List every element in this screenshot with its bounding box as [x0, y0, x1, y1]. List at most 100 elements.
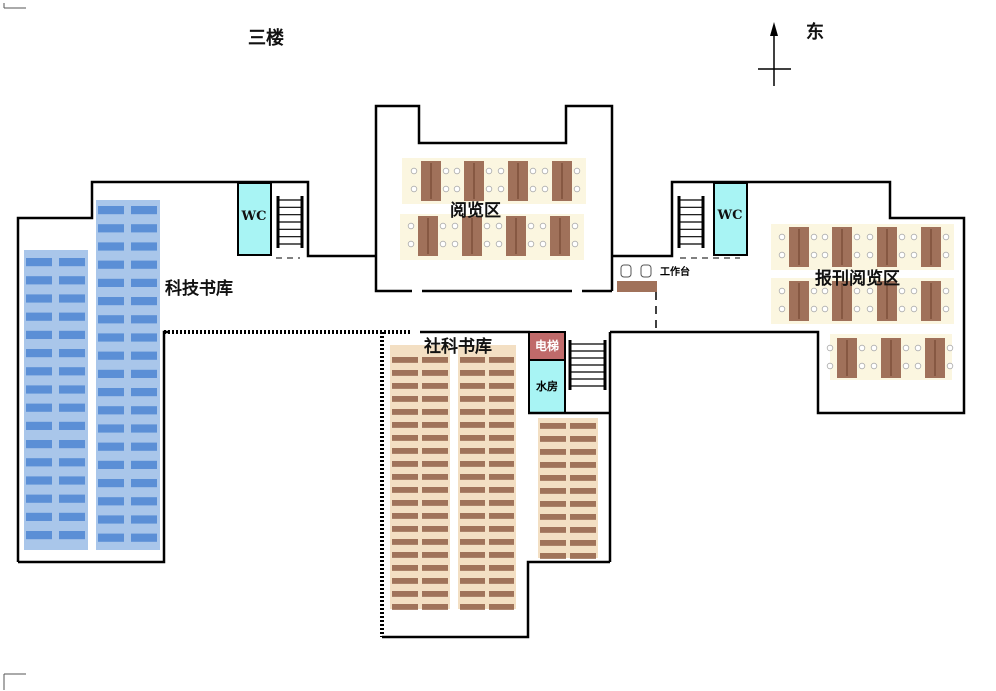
shelf [392, 409, 418, 415]
shelf [26, 440, 52, 449]
shelf [422, 591, 448, 597]
shelf [131, 515, 157, 524]
shelf [489, 539, 514, 545]
shelf [460, 370, 485, 376]
chair [826, 362, 834, 370]
shelf [489, 487, 514, 493]
shelf [540, 553, 566, 559]
shelf [98, 206, 124, 215]
chair [853, 233, 861, 241]
shelf [570, 553, 596, 559]
chair [821, 233, 829, 241]
work-desk-label: 工作台 [660, 265, 690, 278]
shelf [98, 497, 124, 506]
chair [821, 305, 829, 313]
shelf [98, 369, 124, 378]
shelf [131, 297, 157, 306]
shelf [489, 357, 514, 363]
shelf [131, 260, 157, 269]
chair [866, 287, 874, 295]
shelf [570, 527, 596, 533]
shelf [59, 385, 85, 394]
shelf [422, 396, 448, 402]
shelf [489, 526, 514, 532]
shelf [422, 513, 448, 519]
shelf [392, 396, 418, 402]
shelf [59, 367, 85, 376]
shelf [460, 448, 485, 454]
shelf [460, 383, 485, 389]
shelf [460, 461, 485, 467]
shelf [131, 479, 157, 488]
shelf [131, 351, 157, 360]
shelf [570, 475, 596, 481]
chair [529, 185, 537, 193]
shelf [422, 487, 448, 493]
shelf [131, 369, 157, 378]
shelf [540, 462, 566, 468]
shelf [460, 474, 485, 480]
chair [902, 362, 910, 370]
shelf [489, 396, 514, 402]
shelf [26, 349, 52, 358]
chair [442, 167, 450, 175]
shelf [131, 388, 157, 397]
floor-title: 三楼 [248, 27, 284, 49]
shelf [422, 357, 448, 363]
shelf [489, 565, 514, 571]
shelf [570, 436, 596, 442]
chair [573, 167, 581, 175]
shelf [98, 388, 124, 397]
chair [810, 305, 818, 313]
shelf [26, 276, 52, 285]
shelf [59, 349, 85, 358]
shelf [540, 488, 566, 494]
chair [910, 233, 918, 241]
shelf [422, 604, 448, 610]
shelf [570, 540, 596, 546]
chair [902, 344, 910, 352]
compass-icon [758, 22, 791, 86]
shelf [460, 604, 485, 610]
shelf [59, 312, 85, 321]
chair [946, 362, 954, 370]
shelf [392, 539, 418, 545]
shelf [392, 552, 418, 558]
chair [810, 233, 818, 241]
chair [407, 222, 415, 230]
chair [527, 240, 535, 248]
shelf [392, 474, 418, 480]
shelf [98, 442, 124, 451]
shelf [26, 367, 52, 376]
chair [866, 305, 874, 313]
chair [539, 222, 547, 230]
shelf [460, 539, 485, 545]
shelf [98, 260, 124, 269]
chair [407, 240, 415, 248]
shelf [422, 552, 448, 558]
shelf [570, 514, 596, 520]
shelf [98, 460, 124, 469]
shelf [131, 278, 157, 287]
chair [778, 287, 786, 295]
chair [914, 362, 922, 370]
chair [497, 185, 505, 193]
chair [858, 362, 866, 370]
chair [870, 344, 878, 352]
shelf [489, 578, 514, 584]
chair [942, 305, 950, 313]
shelf [26, 330, 52, 339]
shelf [570, 449, 596, 455]
chair [483, 222, 491, 230]
chair [778, 251, 786, 259]
shelf [422, 409, 448, 415]
chair [439, 222, 447, 230]
shelf [98, 424, 124, 433]
chair [942, 287, 950, 295]
shelf [26, 258, 52, 267]
chair [853, 287, 861, 295]
shelf [131, 442, 157, 451]
shelf [131, 406, 157, 415]
shelf [59, 531, 85, 540]
